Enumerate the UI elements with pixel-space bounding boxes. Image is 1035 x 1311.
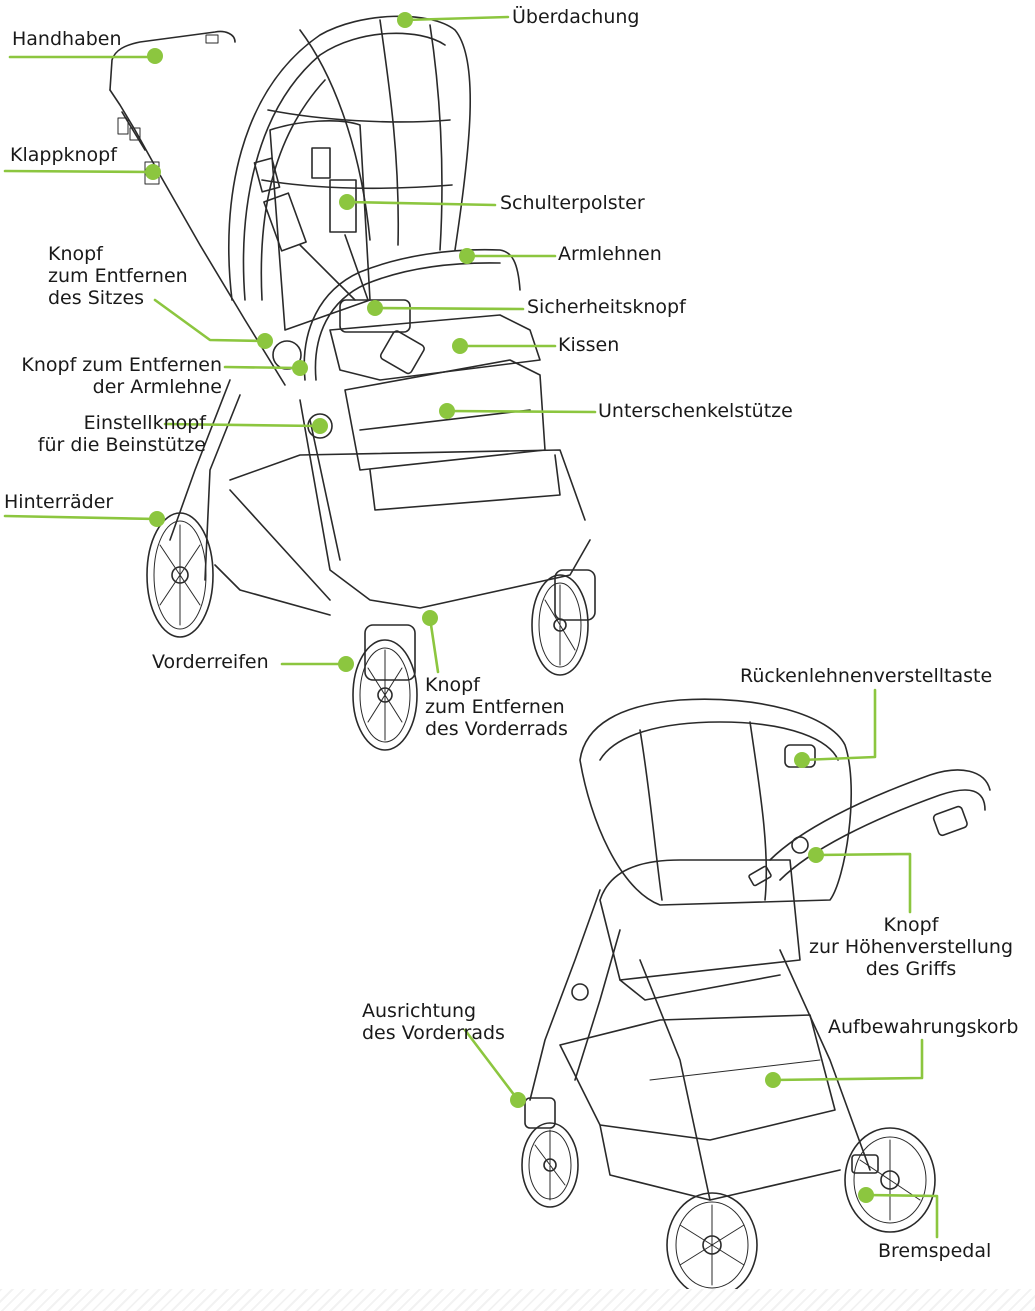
label-armlehnen: Armlehnen xyxy=(558,243,662,265)
label-unterschenkelstuetze: Unterschenkelstütze xyxy=(598,400,793,422)
label-aufbewahrungskorb: Aufbewahrungskorb xyxy=(828,1016,1018,1038)
label-knopf-armlehne: Knopf zum Entfernen der Armlehne xyxy=(10,354,222,398)
label-handhaben: Handhaben xyxy=(12,28,122,50)
leader-lines xyxy=(5,12,937,1237)
label-klappknopf: Klappknopf xyxy=(10,144,117,166)
label-knopf-vorderrad: Knopf zum Entfernen des Vorderrads xyxy=(425,674,568,740)
bottom-hatch-band xyxy=(0,1289,1035,1311)
label-knopf-griff: Knopf zur Höhenverstellung des Griffs xyxy=(800,914,1022,980)
label-ausrichtung-vorderrad: Ausrichtung des Vorderrads xyxy=(362,1000,505,1044)
label-knopf-sitz: Knopf zum Entfernen des Sitzes xyxy=(48,243,188,309)
label-rueckenlehnenverstelltaste: Rückenlehnenverstelltaste xyxy=(740,665,992,687)
label-hinterraeder: Hinterräder xyxy=(4,491,113,513)
label-schulterpolster: Schulterpolster xyxy=(500,192,645,214)
label-ueberdachung: Überdachung xyxy=(512,6,639,28)
rear-stroller-drawing xyxy=(522,699,990,1297)
label-sicherheitsknopf: Sicherheitsknopf xyxy=(527,296,686,318)
label-bremspedal: Bremspedal xyxy=(878,1240,991,1262)
label-vorderreifen: Vorderreifen xyxy=(152,651,269,673)
label-einstellknopf: Einstellknopf für die Beinstütze xyxy=(10,412,206,456)
label-kissen: Kissen xyxy=(558,334,619,356)
